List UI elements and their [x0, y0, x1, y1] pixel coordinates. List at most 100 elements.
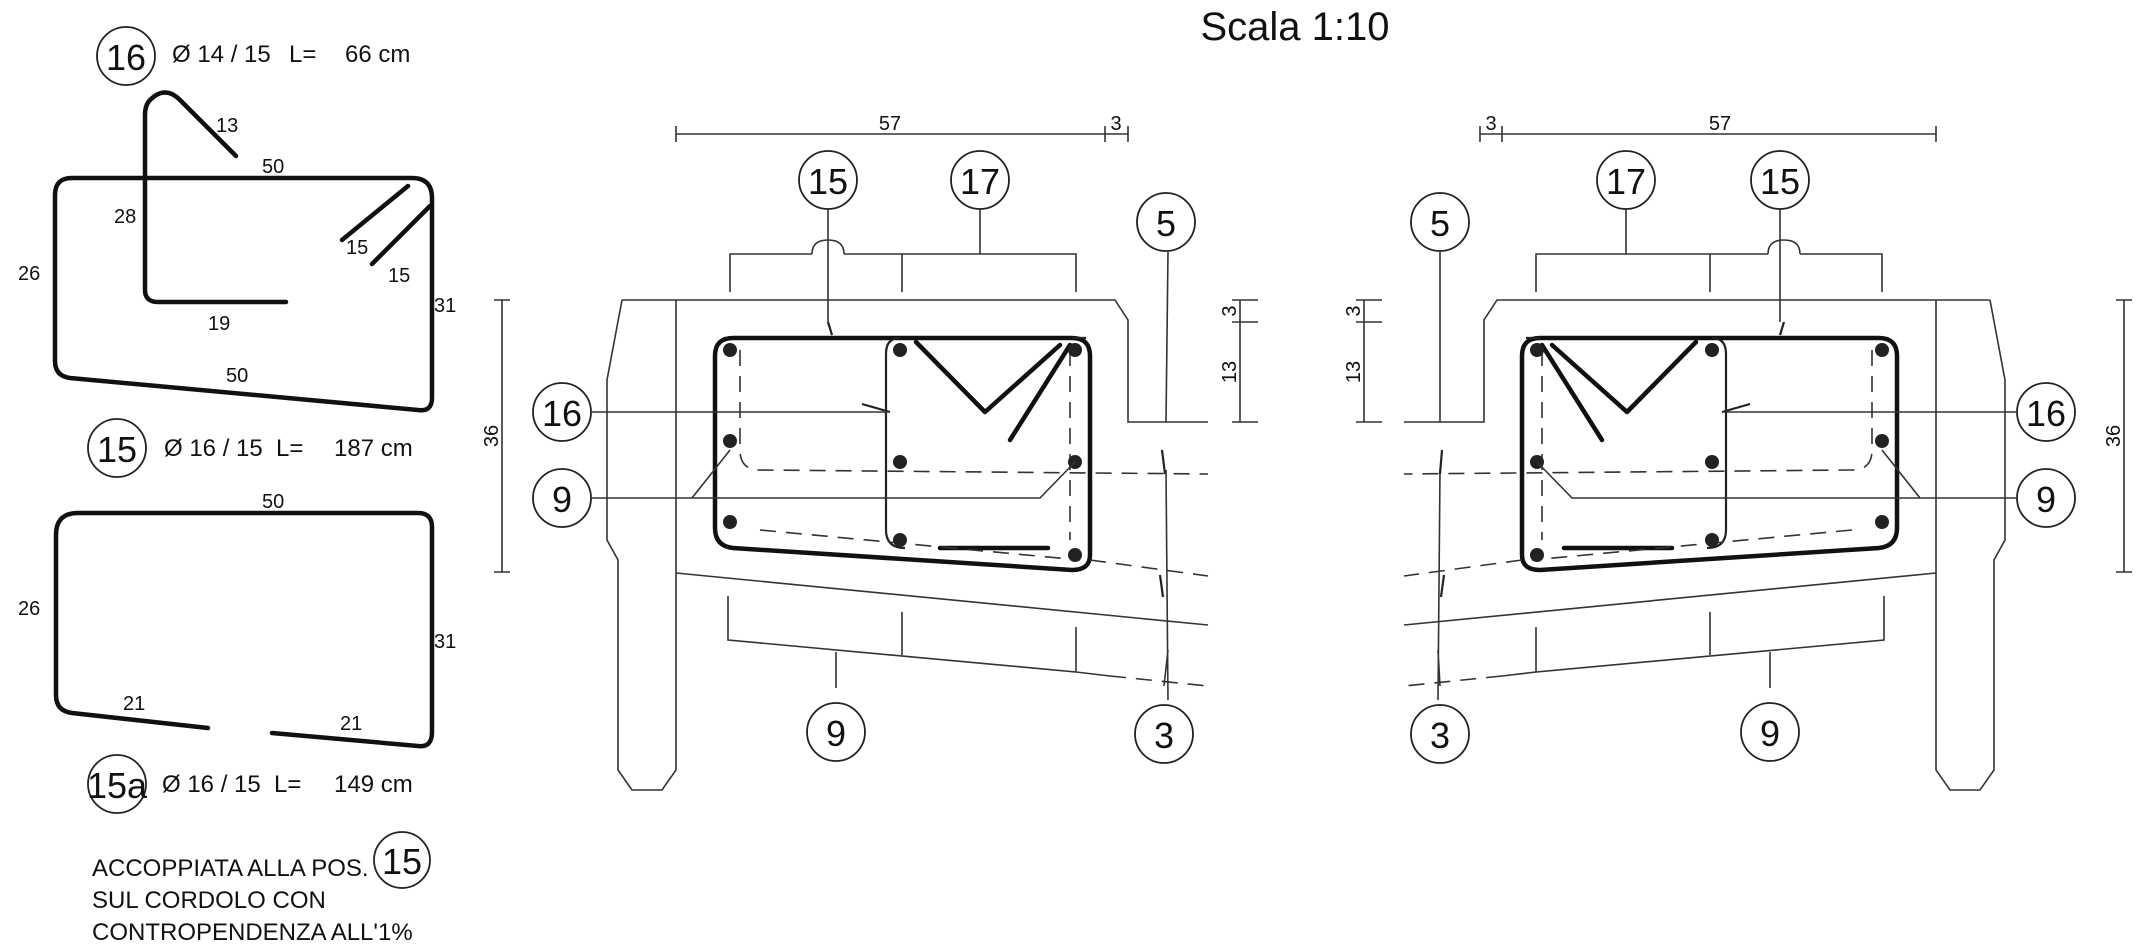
bar-15a-schedule: 50 26 31 21 21 15a Ø 16 / 15 L= 149 cm [18, 491, 456, 814]
right-dash-lower [1403, 559, 1523, 577]
bar-15-length-label: L= [276, 435, 303, 462]
right-mark-3: 3 [1430, 715, 1450, 756]
note-line-2: SUL CORDOLO CON [92, 887, 326, 914]
right-mark-5-circle [1410, 192, 1470, 252]
bar-15a-dim-bottom-left: 21 [123, 693, 145, 715]
right-mark-9-side: 9 [2036, 479, 2056, 520]
left-bottom-dashed [1109, 675, 1209, 687]
left-mark-17: 17 [960, 161, 1000, 202]
right-bottom-ticks [1501, 596, 1885, 677]
bar-15a-dim-right: 31 [434, 631, 456, 653]
left-dim-height: 36 [481, 425, 503, 447]
bar-16-length-label: L= [289, 41, 316, 68]
bar-15-spec: Ø 16 / 15 [164, 435, 263, 462]
left-mark-3-circle [1134, 704, 1194, 764]
bar-15a-dim-bottom-right: 21 [340, 713, 362, 735]
bar-15a-mark: 15a [87, 765, 148, 806]
right-mark-15-circle [1750, 150, 1810, 210]
bar-15-mark-circle [87, 418, 147, 478]
bar-16-dim-hook: 13 [216, 115, 238, 137]
left-rebar-dots [723, 343, 1082, 562]
right-stirrup-15-inner [1526, 336, 1728, 550]
left-top-ticks [729, 226, 1077, 292]
bar-16-dim-left: 26 [18, 263, 40, 285]
bar-16-hook-leg [142, 90, 289, 305]
right-mark-3-circle [1410, 704, 1470, 764]
left-mark-9-bottom-circle [806, 702, 866, 762]
right-rebar [1875, 343, 1889, 357]
left-rebar [893, 455, 907, 469]
right-top-notch [1767, 239, 1801, 255]
left-dim-top: 3 [1219, 305, 1241, 316]
note-line-1: ACCOPPIATA ALLA POS. [92, 855, 369, 882]
left-lap-tick-16 [861, 402, 891, 414]
left-mark-17-circle [950, 150, 1010, 210]
left-leaders [592, 207, 1169, 701]
right-mark-16-circle [2016, 382, 2076, 442]
bar-15a-shape [53, 510, 435, 749]
right-rebar [1705, 343, 1719, 357]
left-rebar [1068, 343, 1082, 357]
bar-15a-dim-top: 50 [262, 491, 284, 513]
left-diag-17a [913, 339, 1063, 415]
left-mark-15-circle [798, 150, 858, 210]
left-mark-9-side-circle [532, 468, 592, 528]
note-mark: 15 [382, 841, 422, 882]
left-section-outline [606, 299, 1209, 791]
right-mark-17-circle [1596, 150, 1656, 210]
right-rebar [1530, 343, 1544, 357]
right-dim-horizontal [1479, 126, 1937, 142]
left-dash-lower [1089, 559, 1209, 577]
right-rebar [1875, 434, 1889, 448]
right-dim-left-vertical [1356, 299, 1382, 423]
left-rebar [723, 515, 737, 529]
bar-15a-length-value: 149 cm [334, 771, 413, 798]
right-dim-vertical [2116, 299, 2132, 573]
right-mark-15: 15 [1760, 161, 1800, 202]
right-mark-9-bottom: 9 [1760, 713, 1780, 754]
right-lap-tick-16 [1721, 402, 1751, 414]
right-rebar [1875, 515, 1889, 529]
left-lap-tick-15 [826, 321, 834, 336]
bar-16-dim-top: 50 [262, 156, 284, 178]
left-bottom-ticks [727, 596, 1111, 677]
left-mark-16-circle [532, 382, 592, 442]
right-leaders [1437, 207, 2016, 701]
left-bar-tick-3 [1158, 574, 1165, 598]
scale-title: Scala 1:10 [1200, 5, 1389, 49]
bar-15-schedule: 15 Ø 16 / 15 L= 187 cm [87, 418, 413, 478]
right-mark-16: 16 [2026, 393, 2066, 434]
right-rebar [1530, 548, 1544, 562]
bar-15a-spec: Ø 16 / 15 [162, 771, 261, 798]
left-dash-inner-stirrup [739, 350, 1209, 561]
left-stirrup-16-outer [712, 335, 1093, 573]
left-dim-mid: 13 [1219, 361, 1241, 383]
right-diag-17b [1539, 342, 1605, 443]
bar-15-mark: 15 [97, 429, 137, 470]
right-dash-inner-stirrup [1403, 350, 1873, 561]
bar-16-diagonal-a [339, 183, 411, 243]
left-dim-right-vertical [1232, 299, 1258, 423]
right-stirrup-16-outer [1519, 335, 1900, 573]
bar-16-dim-bottom: 50 [226, 365, 248, 387]
right-dim-top: 3 [1343, 305, 1365, 316]
right-dim-width: 57 [1709, 113, 1731, 135]
left-dim-vertical [494, 299, 510, 573]
right-bottom-dashed [1403, 675, 1503, 687]
right-dim-edge: 3 [1485, 113, 1496, 135]
left-dim-horizontal [675, 126, 1129, 142]
right-mark-17: 17 [1606, 161, 1646, 202]
left-rebar [723, 343, 737, 357]
right-bar-tick-5 [1438, 449, 1444, 475]
bar-16-dim-leg: 28 [114, 206, 136, 228]
right-bar-tick-3 [1439, 574, 1446, 598]
bar-16-schedule: 16 Ø 14 / 15 L= 66 cm 13 50 28 26 15 15 … [18, 26, 456, 413]
bar-15-length-value: 187 cm [334, 435, 413, 462]
left-dim-edge: 3 [1110, 113, 1121, 135]
left-rebar [893, 343, 907, 357]
right-rebar [1705, 455, 1719, 469]
left-bar-tick-5 [1160, 449, 1167, 475]
left-mark-15: 15 [808, 161, 848, 202]
left-mark-16: 16 [542, 393, 582, 434]
